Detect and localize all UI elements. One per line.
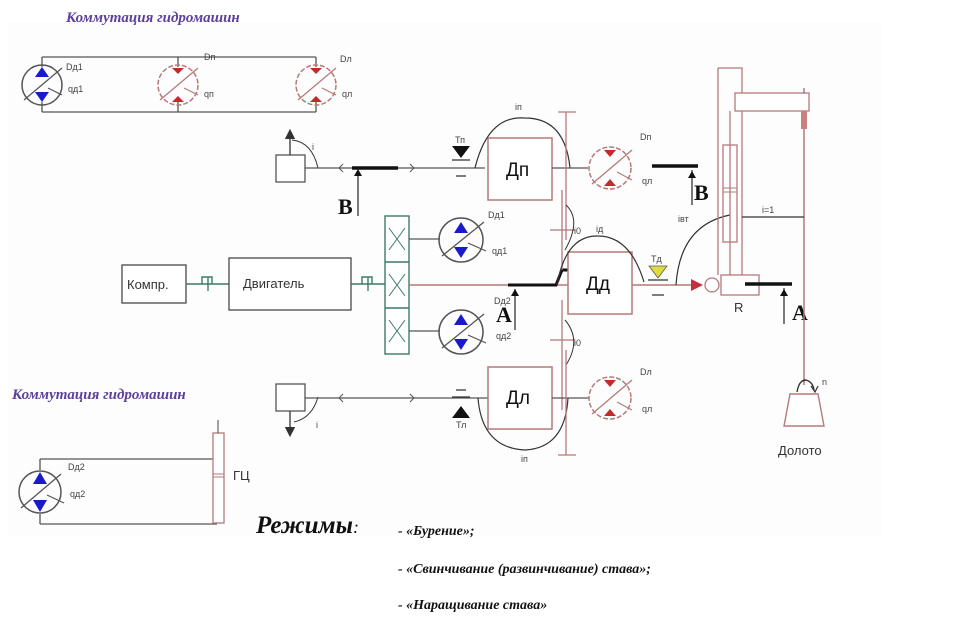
gearbox-icon bbox=[384, 215, 410, 355]
top-pump-disp-label: Dд1 bbox=[66, 62, 83, 72]
lower-gear-ratio: i bbox=[316, 420, 318, 430]
compressor-label: Компр. bbox=[127, 277, 169, 292]
coupling-icon bbox=[201, 276, 213, 291]
upper-gear-ratio: i bbox=[312, 142, 314, 152]
pump2-flow-label: qд2 bbox=[496, 331, 511, 341]
center-arc-ratio: iд bbox=[596, 224, 604, 234]
section-b-right: В bbox=[694, 180, 709, 205]
lower-hydromotor-icon bbox=[588, 376, 633, 420]
top-pump-flow-label: qд1 bbox=[68, 84, 83, 94]
top-pump-icon bbox=[21, 64, 63, 106]
section-a-left: А bbox=[496, 302, 512, 327]
mode-item-pipe-extension: - «Наращивание става» bbox=[398, 598, 548, 613]
center-brake-label: Тд bbox=[651, 254, 662, 264]
lower-motor-label: Дл bbox=[506, 388, 530, 409]
upper-gear-box bbox=[275, 154, 306, 183]
drill-bit: n Долото bbox=[778, 377, 827, 458]
mode-item-makeup-breakout: - «Свинчивание (развинчивание) става»; bbox=[398, 562, 651, 577]
bottom-pump-icon bbox=[18, 470, 65, 514]
top-motor1-disp-label: Dп bbox=[204, 52, 215, 62]
pump2-icon bbox=[438, 309, 487, 355]
top-motor2-flow-label: qл bbox=[342, 89, 352, 99]
compressor-box bbox=[121, 264, 187, 304]
lower-ratio-label: iп bbox=[521, 454, 528, 464]
upper-hydromotor-disp: Dп bbox=[640, 132, 651, 142]
pump1-disp-label: Dд1 bbox=[488, 210, 505, 220]
modes-heading-colon: : bbox=[353, 517, 360, 537]
lower-motor-box bbox=[487, 366, 553, 430]
top-motor1-flow-label: qп bbox=[204, 89, 214, 99]
bit-icon bbox=[783, 393, 825, 427]
engine-box bbox=[228, 257, 352, 311]
pump1-icon bbox=[438, 217, 487, 263]
upper-motor-label: Дп bbox=[506, 160, 529, 181]
center-motor-box bbox=[567, 251, 633, 315]
lower-brake-label: Тл bbox=[456, 420, 466, 430]
top-commutation-circuit: Dд1 qд1 Dп qп Dл qл bbox=[21, 52, 352, 113]
top-motor1-icon bbox=[157, 64, 199, 106]
rotator-coupling-icon bbox=[704, 277, 720, 293]
lower-hydromotor-disp: Dл bbox=[640, 367, 652, 377]
center-brake-icon bbox=[648, 265, 668, 279]
drive-chain: Компр. Двигатель bbox=[121, 215, 568, 355]
top-motor2-icon bbox=[295, 64, 337, 106]
upper-brake-label: Тп bbox=[455, 135, 465, 145]
section-b-left: В bbox=[338, 194, 353, 219]
modes-heading-text: Режимы bbox=[256, 512, 354, 539]
unit-ratio-label: i=1 bbox=[762, 205, 774, 215]
bottom-pump-flow-label: qд2 bbox=[70, 489, 85, 499]
center-motor-label: Дд bbox=[586, 274, 610, 295]
cylinder-label: ГЦ bbox=[233, 468, 250, 483]
hydraulic-cylinder-icon bbox=[212, 420, 225, 524]
lower-branch: i Тл Дл iп Dл qл bbox=[275, 350, 652, 464]
section-a-right: А bbox=[792, 300, 808, 325]
bottom-commutation-title: Коммутация гидромашин bbox=[11, 387, 186, 403]
top-motor2-disp-label: Dл bbox=[340, 54, 352, 64]
upper-branch: i В Тп Дп iп Dп qл В bbox=[275, 102, 709, 240]
rotator-ratio: iвт bbox=[678, 214, 689, 224]
lower-hydromotor-flow: qл bbox=[642, 404, 652, 414]
upper-hydromotor-flow: qл bbox=[642, 176, 652, 186]
bit-label: Долото bbox=[778, 443, 822, 458]
pump2-disp-label: Dд2 bbox=[494, 296, 511, 306]
bit-speed-label: n bbox=[822, 377, 827, 387]
bottom-commutation-circuit: Dд2 qд2 ГЦ bbox=[18, 420, 250, 525]
lower-brake-icon bbox=[452, 406, 470, 418]
mast-structure: i=1 bbox=[717, 67, 810, 385]
modes-heading: Режимы: bbox=[256, 512, 359, 540]
mode-item-drilling: - «Бурение»; bbox=[398, 524, 475, 539]
center-branch: А i0 i0 Дд iд Тд iвт R А bbox=[496, 190, 808, 410]
upper-hydromotor-icon bbox=[588, 146, 633, 190]
lower-gear-box bbox=[275, 383, 306, 412]
upper-ratio-label: iп bbox=[515, 102, 522, 112]
center-ratio-upper: i0 bbox=[574, 226, 581, 236]
engine-label: Двигатель bbox=[243, 276, 305, 291]
upper-motor-box bbox=[487, 137, 553, 201]
bottom-pump-disp-label: Dд2 bbox=[68, 462, 85, 472]
center-ratio-lower: i0 bbox=[574, 338, 581, 348]
coupling2-icon bbox=[361, 276, 373, 291]
pump1-flow-label: qд1 bbox=[492, 246, 507, 256]
upper-brake-icon bbox=[452, 146, 470, 158]
top-commutation-title: Коммутация гидромашин bbox=[65, 10, 240, 26]
rotator-label: R bbox=[734, 300, 743, 315]
